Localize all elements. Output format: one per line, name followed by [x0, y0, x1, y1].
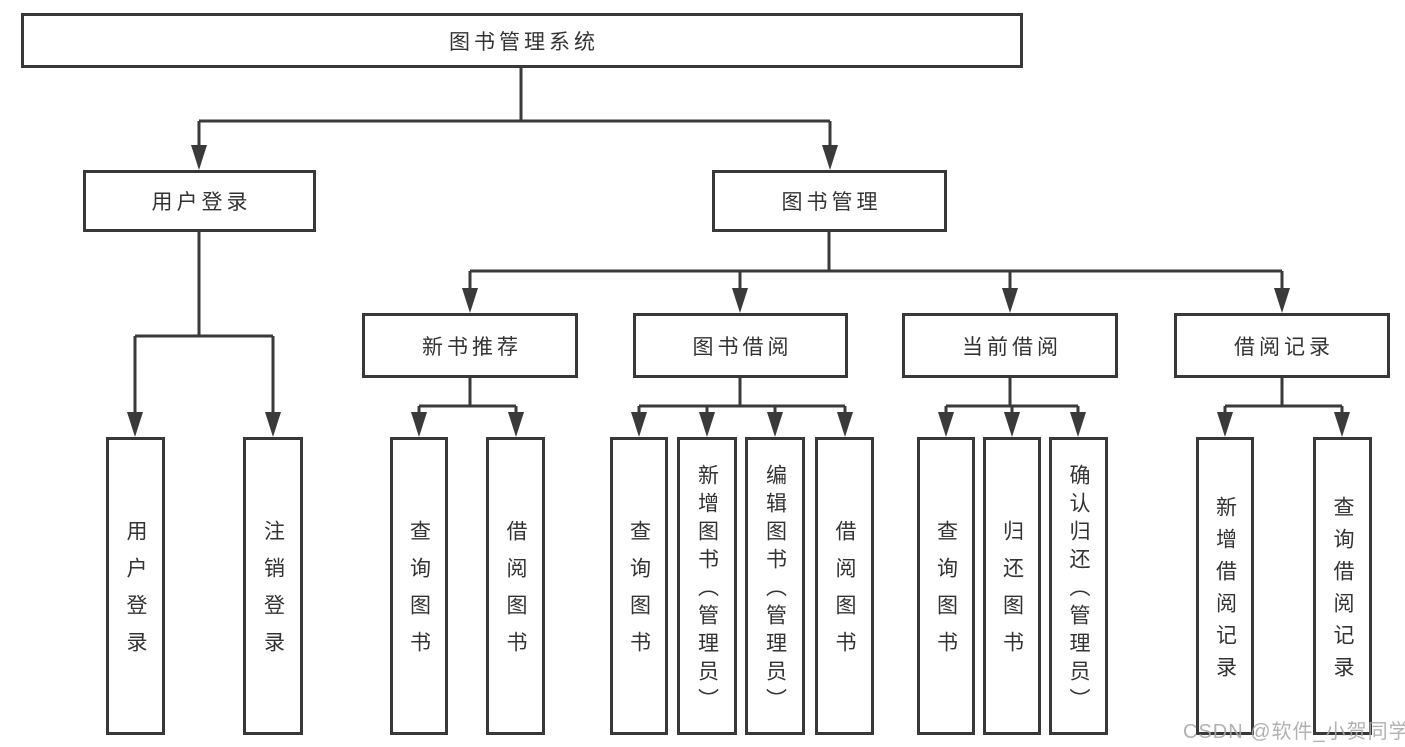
node-leaf-user-login: 用户登录: [106, 437, 165, 735]
node-leaf-confirm-return-admin-label: 确认归还（管理员）: [1067, 463, 1090, 716]
node-leaf-borrow-borrow-books: 借阅图书: [815, 437, 874, 735]
connector-new-book-recommend-to-leaves: [411, 378, 524, 437]
node-leaf-logout-label: 注销登录: [261, 520, 285, 668]
csdn-watermark: CSDN @软件_小贺同学: [1183, 721, 1405, 743]
node-user-login: 用户登录: [83, 170, 316, 232]
connector-book-management-to-level3: [462, 232, 1290, 313]
node-leaf-recommend-query-books-label: 查询图书: [407, 520, 431, 668]
node-book-management-label: 图书管理: [781, 191, 882, 214]
connector-borrow-records-to-leaves: [1217, 378, 1350, 437]
connector-user-login-to-leaves: [127, 232, 281, 437]
node-leaf-user-login-label: 用户登录: [124, 520, 147, 668]
node-borrow-records: 借阅记录: [1174, 313, 1390, 378]
node-leaf-add-borrow-record-label: 新增借阅记录: [1213, 495, 1237, 688]
node-root: 图书管理系统: [21, 13, 1023, 68]
node-book-borrow-label: 图书借阅: [692, 335, 793, 359]
node-leaf-edit-books-admin-label: 编辑图书（管理员）: [763, 463, 787, 716]
node-new-book-recommend-label: 新书推荐: [422, 335, 522, 359]
node-leaf-logout: 注销登录: [243, 437, 303, 735]
node-book-borrow: 图书借阅: [633, 313, 848, 378]
node-borrow-records-label: 借阅记录: [1234, 335, 1334, 359]
node-user-login-label: 用户登录: [151, 191, 252, 214]
node-leaf-add-borrow-record: 新增借阅记录: [1196, 437, 1254, 735]
connector-root-to-level2: [191, 68, 838, 170]
node-leaf-recommend-borrow-books: 借阅图书: [486, 437, 545, 735]
node-leaf-current-query-books: 查询图书: [917, 437, 975, 735]
node-leaf-return-books: 归还图书: [983, 437, 1041, 735]
node-leaf-return-books-label: 归还图书: [1000, 520, 1024, 668]
node-leaf-edit-books-admin: 编辑图书（管理员）: [745, 437, 805, 735]
node-leaf-recommend-query-books: 查询图书: [390, 437, 448, 735]
node-current-borrow: 当前借阅: [902, 313, 1118, 378]
node-leaf-borrow-query-books: 查询图书: [610, 437, 668, 735]
node-leaf-borrow-query-books-label: 查询图书: [627, 520, 651, 668]
connector-current-borrow-to-leaves: [938, 378, 1086, 437]
node-leaf-add-books-admin: 新增图书（管理员）: [677, 437, 737, 735]
node-leaf-query-borrow-record: 查询借阅记录: [1313, 437, 1372, 735]
node-leaf-borrow-borrow-books-label: 借阅图书: [833, 520, 856, 668]
node-leaf-current-query-books-label: 查询图书: [934, 520, 958, 668]
node-root-label: 图书管理系统: [449, 30, 599, 54]
node-leaf-query-borrow-record-label: 查询借阅记录: [1331, 495, 1354, 688]
node-leaf-recommend-borrow-books-label: 借阅图书: [504, 520, 527, 668]
node-book-management: 图书管理: [712, 170, 947, 232]
node-new-book-recommend: 新书推荐: [362, 313, 578, 378]
node-leaf-confirm-return-admin: 确认归还（管理员）: [1049, 437, 1108, 735]
node-leaf-add-books-admin-label: 新增图书（管理员）: [695, 463, 719, 716]
connector-book-borrow-to-leaves: [631, 378, 853, 437]
node-current-borrow-label: 当前借阅: [962, 335, 1062, 359]
